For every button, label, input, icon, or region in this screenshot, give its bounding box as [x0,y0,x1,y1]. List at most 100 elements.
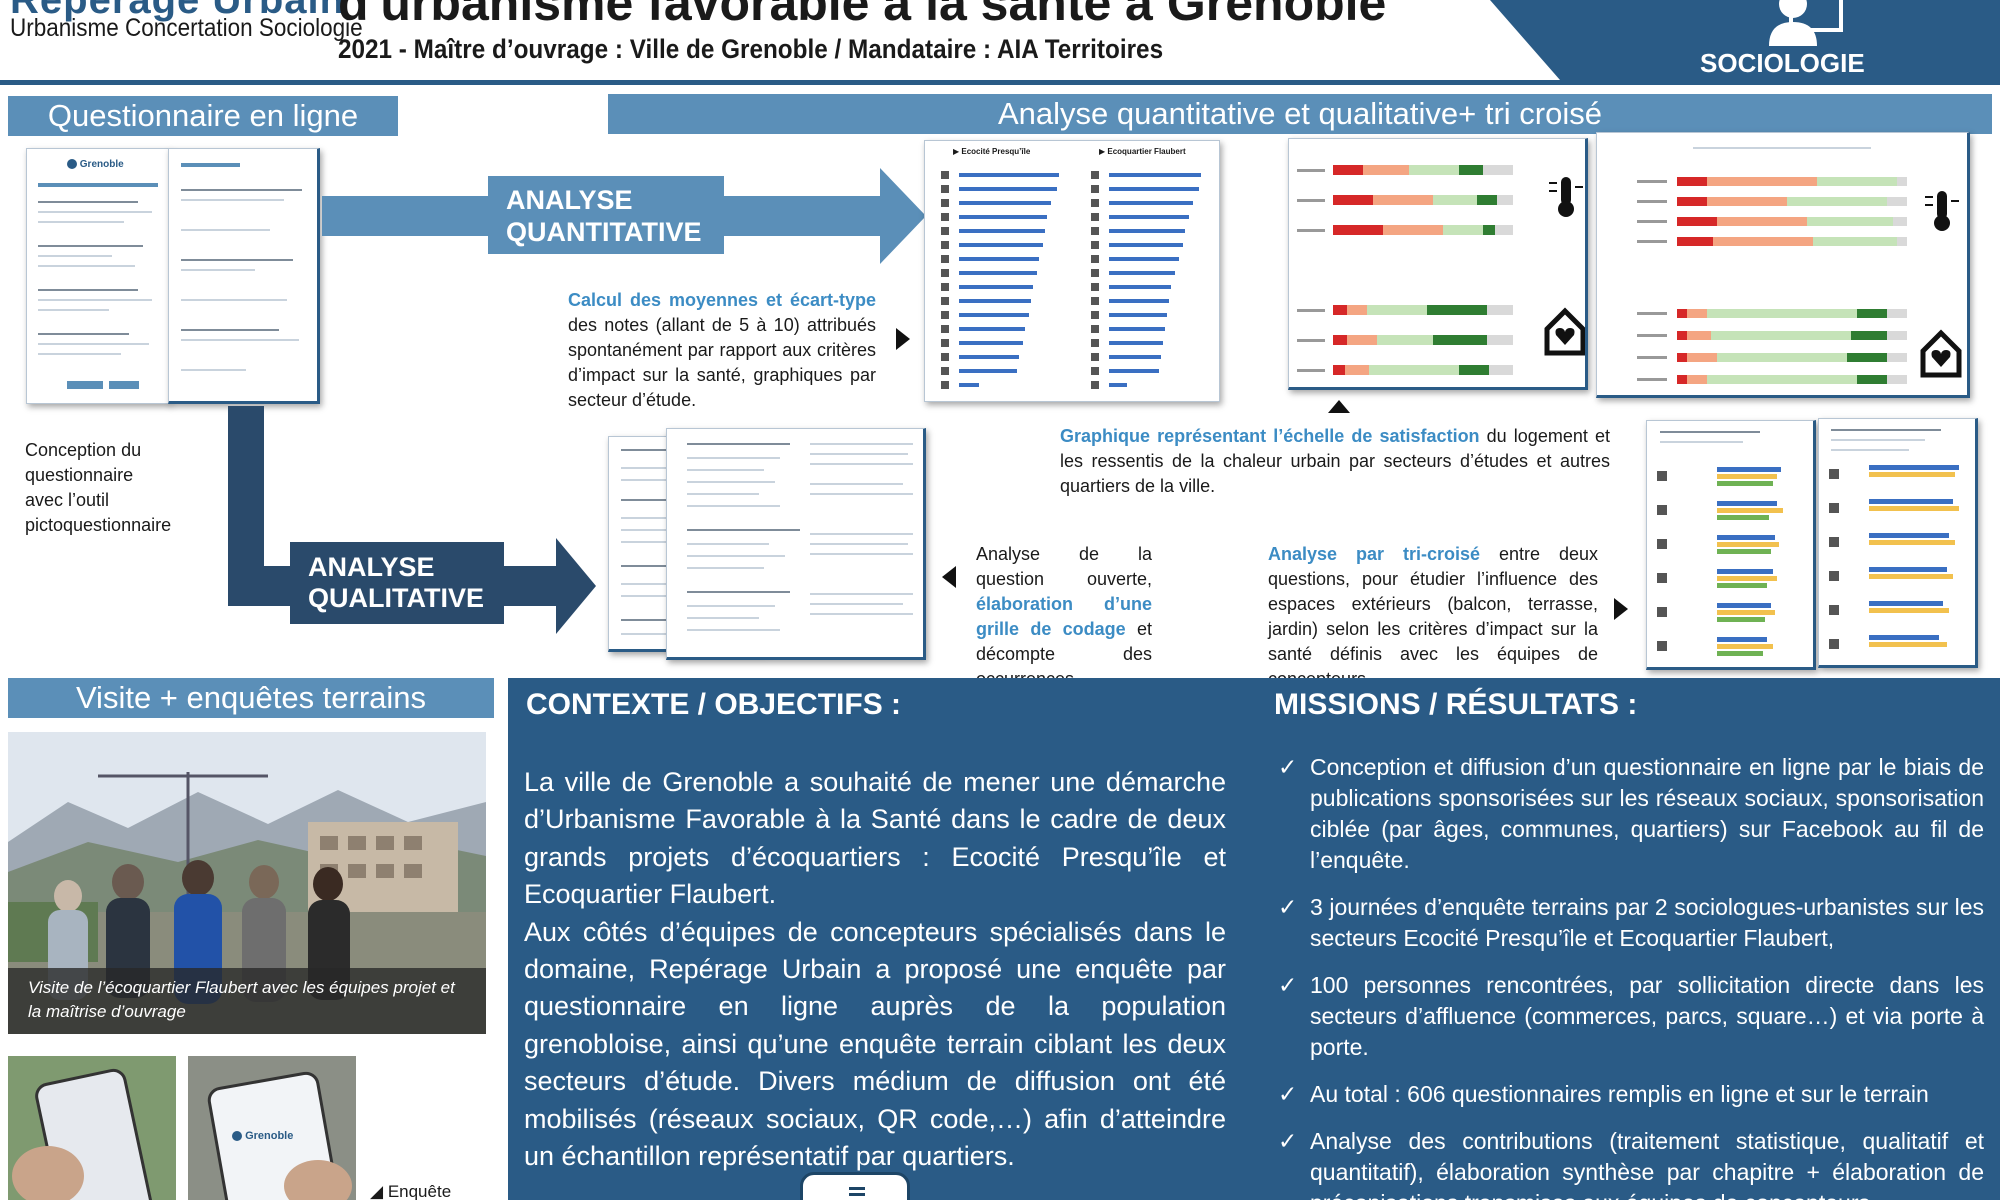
label-analyse-qualitative: ANALYSE QUALITATIVE [290,542,504,624]
phone-grenoble-logo: Grenoble [232,1130,293,1142]
project-subtitle: 2021 - Maître d’ouvrage : Ville de Greno… [338,34,1164,64]
caption-line: avec l’outil [25,490,110,510]
chart-title-text: Ecocité Presqu’île [961,147,1031,156]
phone-photo-2: Grenoble [188,1056,356,1200]
label-line: QUALITATIVE [308,583,484,613]
grenoble-logo-icon [232,1131,242,1142]
mission-text: Au total : 606 questionnaires remplis en… [1310,1081,1929,1107]
satisfaction-description-rest: du logement et les ressentis de la chale… [1060,426,1610,496]
tri-croise-description: Analyse par tri-croisé entre deux questi… [1268,542,1598,692]
sociologie-badge [1490,0,2000,80]
enquete-label-text: Enquête [387,1182,452,1200]
contexte-heading: CONTEXTE / OBJECTIFS : [526,688,902,721]
caption-line: Conception du [25,440,142,460]
tri-croise-bars-2 [1829,465,1959,649]
mission-text: 3 journées d’enquête terrains par 2 soci… [1310,894,1984,951]
brand-title: Repérage Urbain [10,0,346,22]
chart-title-text: Ecoquartier Flaubert [1107,147,1186,156]
label-analyse-quantitative: ANALYSE QUANTITATIVE [488,176,724,254]
caption-line: pictoquestionnaire [25,515,172,535]
label-line: ANALYSE [506,185,633,215]
caption-line: questionnaire [25,465,134,485]
grenoble-logo-icon [67,159,77,170]
header: Repérage Urbain Urbanisme Concertation S… [0,0,2000,85]
moyennes-chart-doc: ▶ Ecocité Presqu’île ▶ Ecoquartier Flaub… [924,140,1220,402]
satisfaction-chart-doc-1 [1288,138,1588,390]
grille-codage-doc-2 [666,428,926,660]
satisfaction-bars-2 [1637,177,1907,384]
house-heart-icon [1920,329,1962,378]
missions-list: ✓ Conception et diffusion d’un questionna… [1274,752,1984,1200]
phone-logo-text: Grenoble [245,1130,294,1142]
tri-croise-rest: entre deux questions, pour étudier l’inf… [1268,544,1598,689]
contexte-body: La ville de Grenoble a souhaité de mener… [524,764,1226,1175]
satisfaction-description-highlight: Graphique représentant l’échelle de sati… [1060,426,1480,446]
mission-item: ✓ Analyse des contributions (traitement s… [1274,1126,1984,1200]
tri-croise-bars-1 [1657,467,1783,656]
check-icon: ✓ [1278,1081,1298,1107]
quali-description: Analyse de la question ouverte, élaborat… [976,542,1152,692]
check-icon: ✓ [1278,894,1298,920]
mission-item: ✓ Conception et diffusion d’un questionna… [1274,752,1984,876]
mission-text: 100 personnes rencontrées, par sollicita… [1310,972,1984,1060]
tri-croise-highlight: Analyse par tri-croisé [1268,544,1480,564]
chart-title-presquile: ▶ Ecocité Presqu’île [953,147,1031,156]
questionnaire-caption: Conception du questionnaire avec l’outil… [25,438,205,538]
questionnaire-page-2 [168,148,320,404]
left-arrow-icon [942,566,956,588]
quanti-description-rest: des notes (allant de 5 à 10) attribués s… [568,315,876,410]
check-icon: ✓ [1278,972,1298,998]
contexte-paragraph: La ville de Grenoble a souhaité de mener… [524,767,1226,910]
tri-croise-doc-1 [1646,420,1816,670]
thermometer-icon [1549,177,1583,217]
user-icon [1769,0,1843,46]
visite-photo-caption: Visite de l’écoquartier Flaubert avec le… [8,968,486,1034]
quanti-description-highlight: Calcul des moyennes et écart-type [568,290,876,310]
satisfaction-bars-1 [1297,165,1513,375]
check-icon: ✓ [1278,754,1298,780]
quali-description-highlight: élaboration d’une grille de codage [976,594,1152,639]
satisfaction-description: Graphique représentant l’échelle de sati… [1060,424,1610,499]
label-line: ANALYSE [308,552,435,582]
satisfaction-chart-doc-2 [1596,132,1970,398]
mission-text: Conception et diffusion d’un questionnai… [1310,754,1984,873]
brand-subtitle: Urbanisme Concertation Sociologie [10,14,363,42]
check-icon: ✓ [1278,1128,1298,1154]
contexte-paragraph: Aux côtés d’équipes de concepteurs spéci… [524,916,1226,1172]
play-arrow-icon [896,328,910,350]
scroll-icon[interactable] [800,1172,910,1200]
info-panel: CONTEXTE / OBJECTIFS : La ville de Greno… [508,678,2000,1200]
grenoble-logo: Grenoble [67,159,124,170]
missions-heading: MISSIONS / RÉSULTATS : [1274,688,1638,721]
project-title: d'urbanisme favorable à la santé à Greno… [338,0,1387,31]
badge-label: SOCIOLOGIE [1700,48,1865,78]
left-arrow-icon: ◢ [370,1182,384,1200]
header-divider [0,80,2000,85]
up-arrow-icon [1328,400,1350,413]
section-title-questionnaire: Questionnaire en ligne [8,96,398,136]
quanti-description: Calcul des moyennes et écart-type des no… [568,288,876,413]
quali-description-start: Analyse de la question ouverte, [976,544,1152,589]
moyennes-bars [941,171,1201,389]
label-line: QUANTITATIVE [506,217,702,247]
mission-item: ✓ 3 journées d’enquête terrains par 2 soc… [1274,892,1984,954]
questionnaire-page-1: Grenoble [26,148,170,404]
arrow-quanti-head [880,168,926,264]
phone-photo-scene [8,1056,176,1200]
mission-item: ✓ 100 personnes rencontrées, par sollicit… [1274,970,1984,1063]
arrow-quali-head [556,538,596,634]
section-title-visite: Visite + enquêtes terrains [8,678,494,718]
arrow-quali-vertical [228,406,264,588]
phone-photo-scene [188,1056,356,1200]
tri-croise-doc-2 [1818,418,1978,668]
play-arrow-icon [1614,598,1628,620]
mission-item: ✓ Au total : 606 questionnaires remplis e… [1274,1079,1984,1110]
house-heart-icon [1544,307,1585,356]
section-title-analyse: Analyse quantitative et qualitative+ tri… [608,94,1992,134]
enquete-label: ◢ Enquête [370,1182,451,1200]
visite-photo: Visite de l’écoquartier Flaubert avec le… [8,732,486,1034]
chart-title-flaubert: ▶ Ecoquartier Flaubert [1099,147,1186,156]
phone-photo-1 [8,1056,176,1200]
mission-text: Analyse des contributions (traitement st… [1310,1128,1984,1200]
grenoble-logo-text: Grenoble [79,159,124,170]
